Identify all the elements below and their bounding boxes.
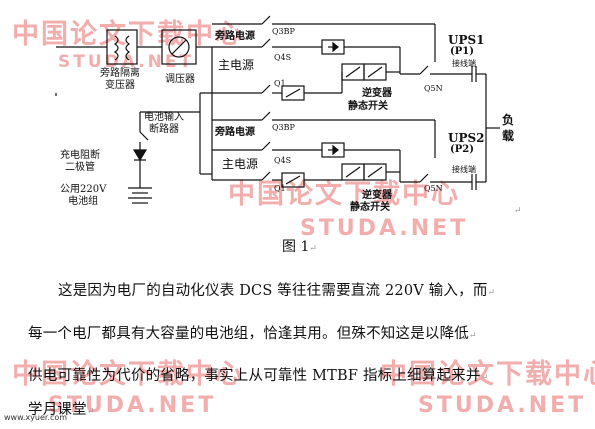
battery-bank-label: 公用220V 电池组 xyxy=(60,184,107,207)
q3bp-top-label: Q3BP xyxy=(272,27,295,36)
charge-diode-label: 充电阻断 二极管 xyxy=(60,150,100,173)
q4s-top-label: Q4S xyxy=(274,53,292,62)
regulator-label: 调压器 xyxy=(165,74,195,85)
return-mark-diagram: ↵ xyxy=(514,206,522,216)
site-tag: www.xyuer.com xyxy=(4,413,68,422)
battery-breaker-label: 电池输入 断路器 xyxy=(144,112,184,135)
figure-caption-text: 图 1 xyxy=(282,239,310,255)
q4s-bottom-label: Q4S xyxy=(274,156,292,165)
ups1-label: UPS1 xyxy=(448,33,485,47)
ups-circuit-diagram xyxy=(55,15,500,204)
inverter-bottom-label: 逆变器 xyxy=(362,190,392,201)
q1-top-label: Q1 xyxy=(274,79,286,88)
q3bp-bottom-label: Q3BP xyxy=(272,123,295,132)
q5n-bottom-label: Q5N xyxy=(424,184,443,193)
main-power-top-label: 主电源 xyxy=(218,58,255,72)
return-mark-line-2: ↵ xyxy=(469,331,477,341)
paragraph-line-4: 学月课堂↵ xyxy=(28,398,95,419)
ups2-label: UPS2 xyxy=(448,131,485,145)
return-mark-caption: ↵ xyxy=(309,244,317,254)
return-mark-line-4: ↵ xyxy=(86,407,95,417)
q5n-top-label: Q5N xyxy=(424,84,443,93)
jumper-bottom-label: 接线端 xyxy=(452,165,476,174)
static-switch-bottom-label: 静态开关 xyxy=(350,202,390,213)
main-power-bottom-label: 主电源 xyxy=(222,157,259,171)
bypass-transformer-box xyxy=(106,29,138,65)
q1-bottom-label: Q1 xyxy=(274,184,286,193)
bypass-power-top-label: 旁路电源 xyxy=(215,31,255,42)
paragraph-line-4-text: 学月课堂 xyxy=(28,402,87,418)
return-mark-line-1: ↵ xyxy=(487,288,496,298)
jumper-top-label: 接线端 xyxy=(452,59,476,68)
static-switch-top-label: 静态开关 xyxy=(348,101,388,112)
paragraph-line-2-text: 每一个电厂都具有大容量的电池组，恰逢其用。但殊不知这是以降低 xyxy=(28,326,469,342)
p2-label: (P2) xyxy=(450,144,474,155)
paragraph-line-3-text: 供电可靠性为代价的省略，事实上从可靠性 MTBF 指标上细算起来并 xyxy=(28,368,481,384)
load-label: 负 载 xyxy=(502,113,515,143)
p1-label: (P1) xyxy=(450,46,474,57)
figure-caption: 图 1↵ xyxy=(282,236,317,256)
bypass-transformer-label: 旁路隔离 变压器 xyxy=(100,68,140,91)
return-mark-line-3: ↵ xyxy=(480,373,489,383)
paragraph-line-1: 这是因为电厂的自动化仪表 DCS 等往往需要直流 220V 输入，而↵ xyxy=(58,279,495,300)
bypass-power-bottom-label: 旁路电源 xyxy=(215,127,255,138)
paragraph-line-3: 供电可靠性为代价的省略，事实上从可靠性 MTBF 指标上细算起来并↵ xyxy=(28,364,488,385)
paragraph-line-2: 每一个电厂都具有大容量的电池组，恰逢其用。但殊不知这是以降低↵ xyxy=(28,322,477,343)
inverter-top-label: 逆变器 xyxy=(362,88,392,99)
watermark-en-4: STUDA.NET xyxy=(418,393,587,418)
paragraph-line-1-text: 这是因为电厂的自动化仪表 DCS 等往往需要直流 220V 输入，而 xyxy=(58,283,488,299)
